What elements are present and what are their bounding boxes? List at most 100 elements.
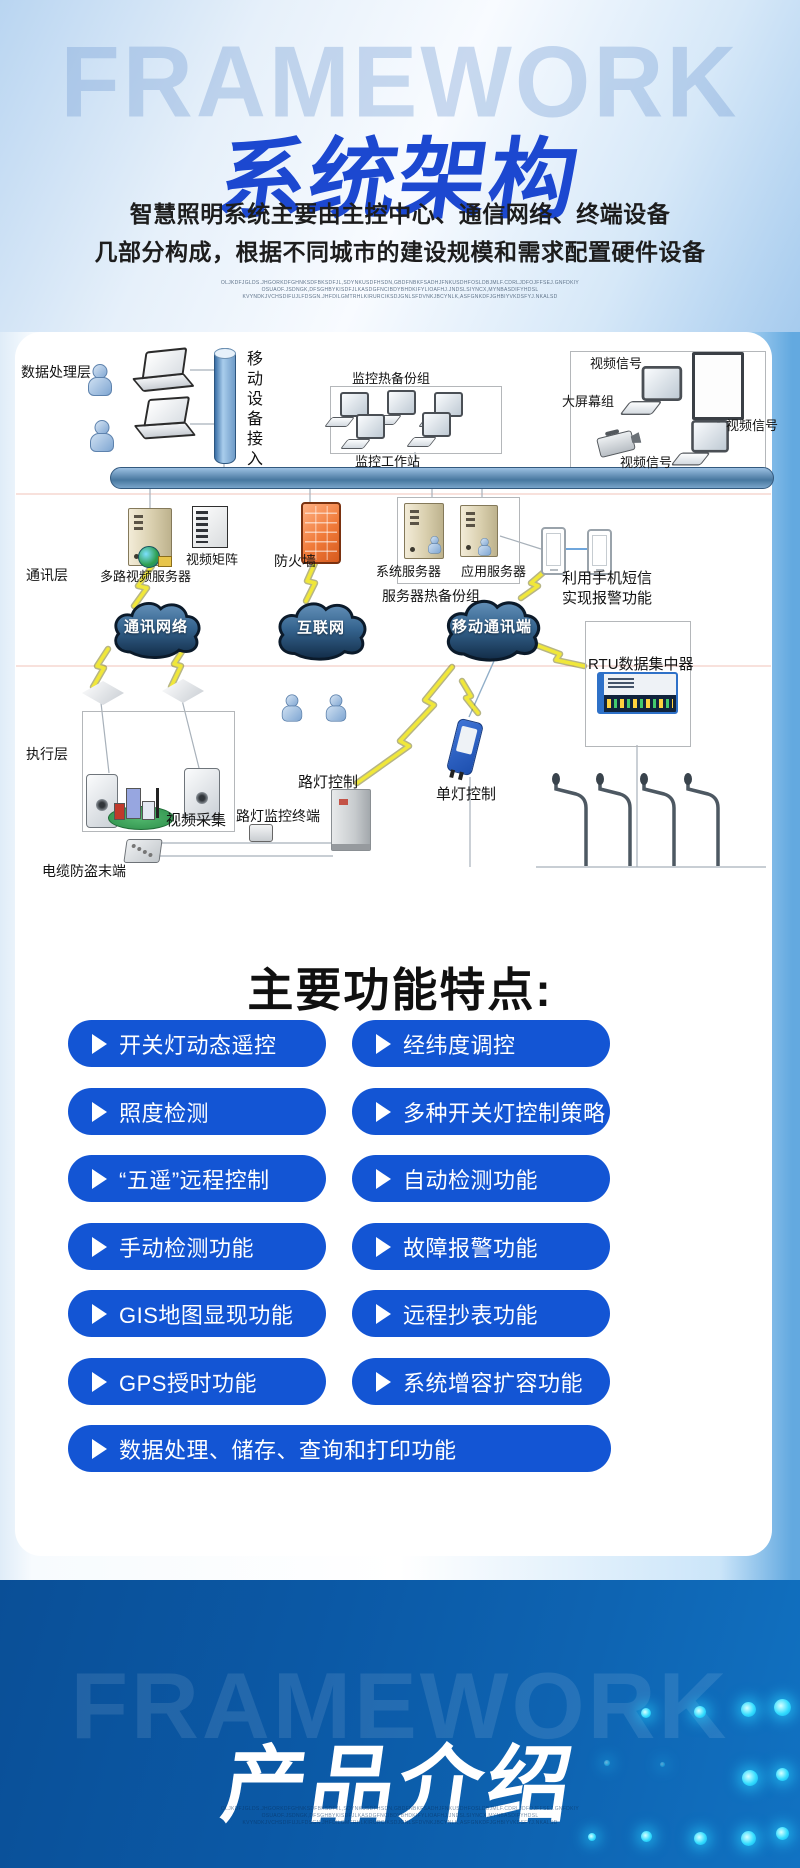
glow-dot — [776, 1827, 789, 1840]
label-data-layer: 数据处理层 — [21, 364, 91, 380]
feature-pill: GIS地图显现功能 — [68, 1290, 326, 1337]
description-line: 智慧照明系统主要由主控中心、通信网络、终端设备 — [129, 201, 671, 227]
label-video-signal: 视频信号 — [620, 455, 673, 470]
feature-pill: 故障报警功能 — [352, 1223, 610, 1270]
internet-cloud: 互联网 — [272, 596, 370, 662]
label-multi-video-server: 多路视频服务器 — [100, 569, 192, 584]
cloud-label: 通讯网络 — [123, 618, 188, 636]
feature-label: 开关灯动态遥控 — [119, 1032, 277, 1058]
glow-dot — [694, 1832, 707, 1845]
glow-dot — [741, 1831, 756, 1846]
fine-print-line: KVYNDKJVCHSDIFUJLFDSGN.JHFDILGMTRHLKIRUR… — [242, 294, 558, 300]
network-bus-bar — [110, 467, 774, 489]
label-server-backup: 服务器热备份组 — [382, 588, 480, 604]
feature-pill: “五遥”远程控制 — [68, 1155, 326, 1202]
play-icon — [376, 1101, 391, 1122]
feature-label: 远程抄表功能 — [403, 1302, 539, 1328]
user-icon — [325, 694, 347, 722]
fine-print-line: OSUAOF.JSDNGK,DFSGHBYKISDFJLKASDGFNCIBDY… — [261, 287, 539, 293]
label-big-screen: 大屏幕组 — [562, 394, 615, 409]
label-comm-layer: 通讯层 — [26, 567, 68, 583]
label-video-signal: 视频信号 — [726, 418, 779, 433]
execution-box — [82, 711, 235, 832]
top-banner — [0, 0, 800, 332]
play-icon — [376, 1168, 391, 1189]
globe-icon — [138, 546, 160, 568]
city-model-icon — [108, 786, 174, 830]
play-icon — [92, 1438, 107, 1459]
feature-pill: GPS授时功能 — [68, 1358, 326, 1405]
mobile-phone-icon — [587, 529, 612, 575]
video-matrix-icon — [192, 506, 228, 548]
glow-dot — [774, 1699, 791, 1716]
cloud-label: 移动通讯端 — [451, 618, 532, 636]
play-icon — [92, 1168, 107, 1189]
feature-label: “五遥”远程控制 — [119, 1167, 270, 1193]
fine-print-top: OLJKDFJGLDS.JHGORKDFGHNKSDFBKSDFJL,SDYNK… — [160, 280, 640, 301]
label-app-server: 应用服务器 — [461, 564, 527, 579]
label-mobile-access: 移动设备接入 — [244, 350, 261, 470]
fine-print-line: KVYNDKJVCHSDIFUJLFDSGN.JHFDILGMTRHLKIRUR… — [242, 1820, 558, 1826]
glow-dot — [776, 1768, 789, 1781]
control-cabinet-icon — [331, 789, 371, 851]
feature-label: 自动检测功能 — [403, 1167, 539, 1193]
label-cable-antitheft: 电缆防盗末端 — [42, 863, 126, 879]
play-icon — [376, 1303, 391, 1324]
play-icon — [92, 1303, 107, 1324]
play-icon — [92, 1236, 107, 1257]
play-icon — [92, 1033, 107, 1054]
operator-icon — [88, 364, 112, 396]
label-sms-alarm: 实现报警功能 — [562, 590, 653, 607]
media-device-icon — [184, 768, 220, 820]
glow-dot — [641, 1708, 651, 1718]
big-screen-monitor-icon — [686, 420, 729, 469]
user-badge-icon — [478, 538, 492, 556]
operator-icon — [90, 420, 114, 452]
label-video-matrix: 视频矩阵 — [186, 552, 239, 567]
feature-pill-wide: 数据处理、储存、查询和打印功能 — [68, 1425, 611, 1472]
label-lamp-terminal: 路灯监控终端 — [236, 808, 320, 824]
lamp-terminal-icon — [249, 824, 273, 842]
glow-dot — [588, 1833, 596, 1841]
fine-print-line: OLJKDFJGLDS.JHGORKDFGHNKSDFBKSDFJL,SDYNK… — [220, 1806, 580, 1812]
play-icon — [376, 1236, 391, 1257]
glow-dot — [742, 1770, 758, 1786]
label-sms-alarm: 利用手机短信 — [562, 570, 653, 587]
feature-label: GPS授时功能 — [119, 1370, 257, 1396]
label-monitor-workstation: 监控工作站 — [355, 454, 421, 469]
user-badge-icon — [428, 536, 442, 554]
feature-pill: 经纬度调控 — [352, 1020, 610, 1067]
feature-label: 系统增容扩容功能 — [403, 1370, 584, 1396]
feature-label: 照度检测 — [119, 1100, 210, 1126]
rtu-device-icon — [597, 672, 678, 714]
label-exec-layer: 执行层 — [26, 746, 68, 762]
firewall-icon — [301, 502, 341, 564]
description-line: 几部分构成，根据不同城市的建设规模和需求配置硬件设备 — [94, 239, 706, 265]
rtu-box — [585, 621, 691, 747]
fine-print-bottom: OLJKDFJGLDS.JHGORKDFGHNKSDFBKSDFJL,SDYNK… — [160, 1806, 640, 1827]
bottom-banner — [0, 1580, 800, 1868]
feature-pill: 开关灯动态遥控 — [68, 1020, 326, 1067]
glow-dot — [741, 1702, 756, 1717]
cloud-label: 互联网 — [296, 619, 345, 637]
comm-network-cloud: 通讯网络 — [108, 596, 204, 660]
storage-box-icon — [158, 556, 172, 567]
feature-pill: 多种开关灯控制策略 — [352, 1088, 610, 1135]
features-heading: 主要功能特点: — [247, 964, 553, 1017]
play-icon — [92, 1371, 107, 1392]
label-single-lamp-control: 单灯控制 — [436, 786, 497, 803]
label-street-lamp-control: 路灯控制 — [298, 774, 359, 791]
glow-dot — [694, 1706, 706, 1718]
mobile-comm-cloud: 移动通讯端 — [440, 592, 544, 664]
workstation-monitor-icon — [418, 412, 451, 450]
label-firewall: 防火墙 — [274, 553, 316, 569]
play-icon — [92, 1101, 107, 1122]
user-icon — [281, 694, 303, 722]
fine-print-line: OLJKDFJGLDS.JHGORKDFGHNKSDFBKSDFJL,SDYNK… — [220, 280, 580, 286]
feature-pill: 手动检测功能 — [68, 1223, 326, 1270]
play-icon — [376, 1033, 391, 1054]
feature-label: 多种开关灯控制策略 — [403, 1100, 606, 1126]
glow-dot — [604, 1760, 610, 1766]
feature-pill: 远程抄表功能 — [352, 1290, 610, 1337]
